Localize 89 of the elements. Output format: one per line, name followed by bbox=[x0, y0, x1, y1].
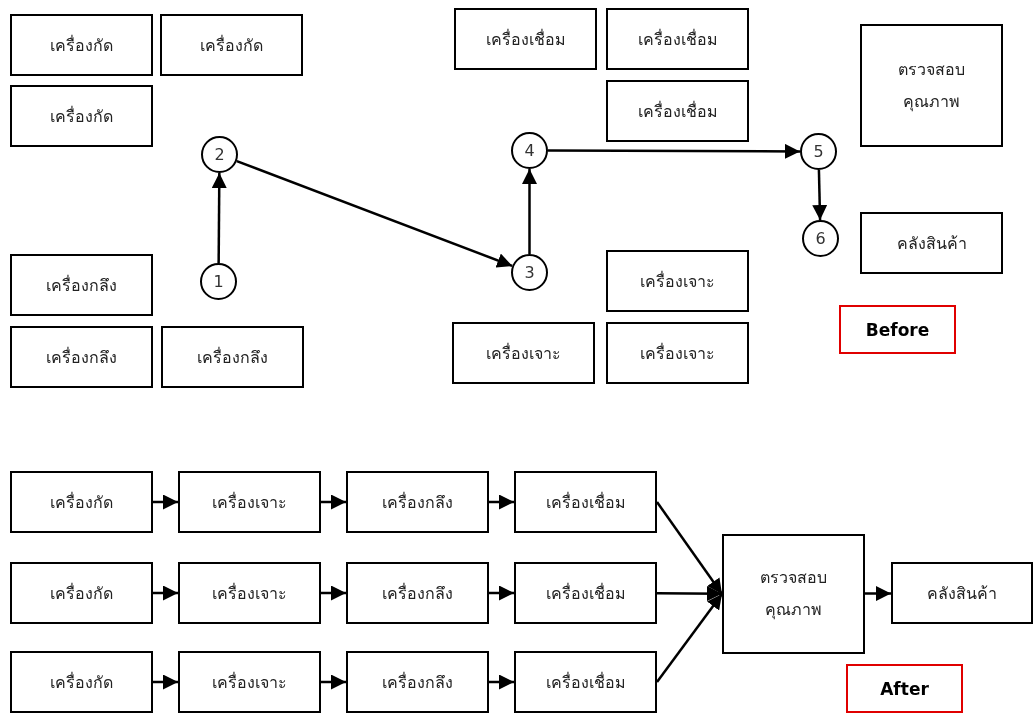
arrow bbox=[321, 585, 346, 601]
box-label: เครื่องกัด bbox=[50, 582, 113, 605]
box-label: เครื่องกัด bbox=[50, 491, 113, 514]
process-box bbox=[10, 14, 153, 76]
step-number: 4 bbox=[524, 141, 535, 160]
box-label: เครื่องเชื่อม bbox=[637, 28, 718, 51]
box-label: คลังสินค้า bbox=[896, 232, 967, 255]
stage-label-box bbox=[846, 664, 963, 713]
process-box bbox=[178, 651, 321, 713]
box-label: เครื่องกลึง bbox=[382, 582, 453, 605]
arrow bbox=[489, 494, 514, 510]
process-box bbox=[346, 562, 489, 624]
box-label: เครื่องกัด bbox=[200, 34, 263, 57]
step-circle bbox=[201, 136, 238, 173]
process-box bbox=[454, 8, 597, 70]
box-label: เครื่องกัด bbox=[50, 34, 113, 57]
process-box bbox=[346, 651, 489, 713]
box-label: เครื่องกัด bbox=[50, 671, 113, 694]
step-number: 6 bbox=[815, 229, 826, 248]
box-label: เครื่องกลึง bbox=[46, 346, 117, 369]
process-box bbox=[346, 471, 489, 533]
process-box bbox=[514, 562, 657, 624]
process-box bbox=[514, 471, 657, 533]
box-label: เครื่องเจาะ bbox=[486, 342, 561, 365]
arrow bbox=[211, 173, 227, 263]
process-box bbox=[606, 8, 749, 70]
process-box bbox=[722, 534, 865, 654]
process-box bbox=[10, 254, 153, 316]
process-box bbox=[452, 322, 595, 384]
box-label: เครื่องกลึง bbox=[382, 491, 453, 514]
box-label: เครื่องกลึง bbox=[382, 671, 453, 694]
process-box bbox=[606, 250, 749, 312]
step-number: 2 bbox=[214, 145, 225, 164]
process-box bbox=[161, 326, 304, 388]
process-box bbox=[860, 212, 1003, 274]
stage-label-box bbox=[839, 305, 956, 354]
box-label: เครื่องกัด bbox=[50, 105, 113, 128]
box-label: เครื่องเจาะ bbox=[212, 671, 287, 694]
process-box bbox=[891, 562, 1033, 624]
arrow bbox=[522, 169, 537, 254]
process-box bbox=[606, 80, 749, 142]
arrow bbox=[153, 494, 178, 510]
arrow bbox=[548, 143, 800, 159]
arrow bbox=[236, 159, 513, 268]
box-label: เครื่องเชื่อม bbox=[637, 100, 718, 123]
process-box bbox=[10, 326, 153, 388]
arrow bbox=[489, 585, 514, 601]
step-circle bbox=[200, 263, 237, 300]
arrow bbox=[656, 593, 723, 683]
arrow bbox=[657, 586, 722, 602]
arrow bbox=[812, 169, 828, 221]
process-box bbox=[160, 14, 303, 76]
box-label: เครื่องเชื่อม bbox=[545, 671, 626, 694]
arrow bbox=[489, 674, 514, 690]
process-box bbox=[10, 651, 153, 713]
process-box bbox=[514, 651, 657, 713]
step-number: 1 bbox=[213, 272, 224, 291]
box-label: ตรวจสอบคุณภาพ bbox=[759, 567, 828, 622]
box-label: เครื่องเชื่อม bbox=[545, 582, 626, 605]
step-number: 5 bbox=[813, 142, 824, 161]
process-box bbox=[178, 471, 321, 533]
arrow bbox=[321, 674, 346, 690]
arrow bbox=[321, 494, 346, 510]
box-label: เครื่องเจาะ bbox=[212, 582, 287, 605]
arrow bbox=[865, 586, 891, 601]
process-box bbox=[10, 85, 153, 147]
stage-label: Before bbox=[865, 319, 930, 340]
box-label: เครื่องเจาะ bbox=[640, 270, 715, 293]
stage-label: After bbox=[880, 678, 929, 699]
process-box bbox=[860, 24, 1003, 147]
process-box bbox=[10, 471, 153, 533]
arrow bbox=[153, 674, 178, 690]
box-label: เครื่องกลึง bbox=[46, 274, 117, 297]
step-circle bbox=[511, 132, 548, 169]
box-label: เครื่องเจาะ bbox=[212, 491, 287, 514]
step-circle bbox=[511, 254, 548, 291]
box-label: คลังสินค้า bbox=[927, 582, 997, 605]
step-number: 3 bbox=[524, 263, 535, 282]
process-box bbox=[10, 562, 153, 624]
box-label: เครื่องเชื่อม bbox=[485, 28, 566, 51]
process-box bbox=[606, 322, 749, 384]
box-label: เครื่องเจาะ bbox=[640, 342, 715, 365]
box-label: เครื่องเชื่อม bbox=[545, 491, 626, 514]
process-box bbox=[178, 562, 321, 624]
arrow bbox=[153, 585, 178, 601]
box-label: เครื่องกลึง bbox=[197, 346, 268, 369]
step-circle bbox=[802, 220, 839, 257]
box-label: ตรวจสอบคุณภาพ bbox=[897, 58, 966, 114]
step-circle bbox=[800, 133, 837, 170]
